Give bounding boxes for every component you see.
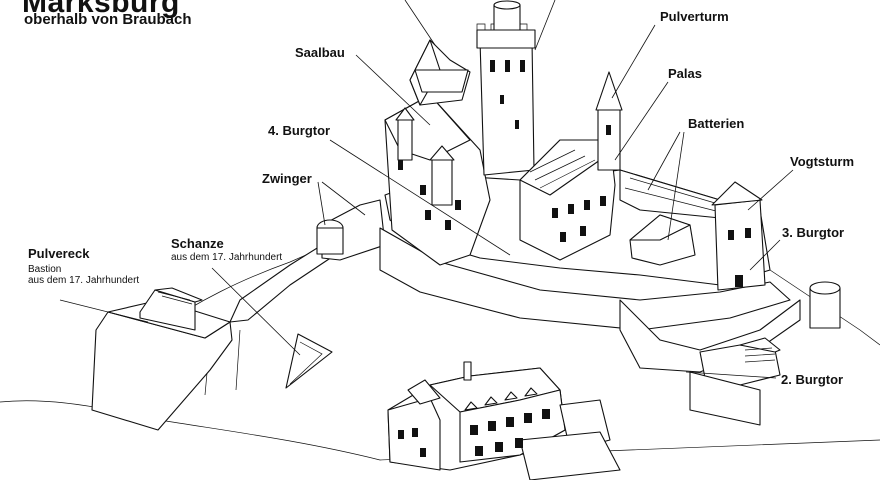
label-pulvereck-note-2: aus dem 17. Jahrhundert [28, 275, 139, 287]
schanze [286, 334, 332, 388]
label-saalbau: Saalbau [295, 45, 345, 60]
label-zwinger: Zwinger [262, 171, 312, 186]
label-palas: Palas [668, 66, 702, 81]
page-subtitle: oberhalb von Braubach [24, 11, 192, 28]
label-burgtor-2: 2. Burgtor [781, 372, 843, 387]
label-burgtor-3: 3. Burgtor [782, 225, 844, 240]
label-schanze-note: aus dem 17. Jahrhundert [171, 252, 282, 264]
label-burgtor-4: 4. Burgtor [268, 123, 330, 138]
vogtsturm [712, 182, 765, 290]
palas-building [520, 72, 622, 260]
saalbau-building [385, 40, 490, 265]
bergfried-tower [477, 1, 535, 175]
label-batterien: Batterien [688, 116, 744, 131]
burgtor3-tower-top [810, 282, 840, 294]
pulvereck-bastion [92, 288, 232, 430]
burgtor2-gate [690, 338, 780, 425]
label-pulvereck: Pulvereck [28, 246, 89, 261]
lower-buildings [388, 362, 620, 480]
label-vogtsturm: Vogtsturm [790, 154, 854, 169]
label-pulverturm: Pulverturm [660, 9, 729, 24]
label-schanze: Schanze [171, 236, 224, 251]
zwinger-turret-body [317, 228, 343, 254]
